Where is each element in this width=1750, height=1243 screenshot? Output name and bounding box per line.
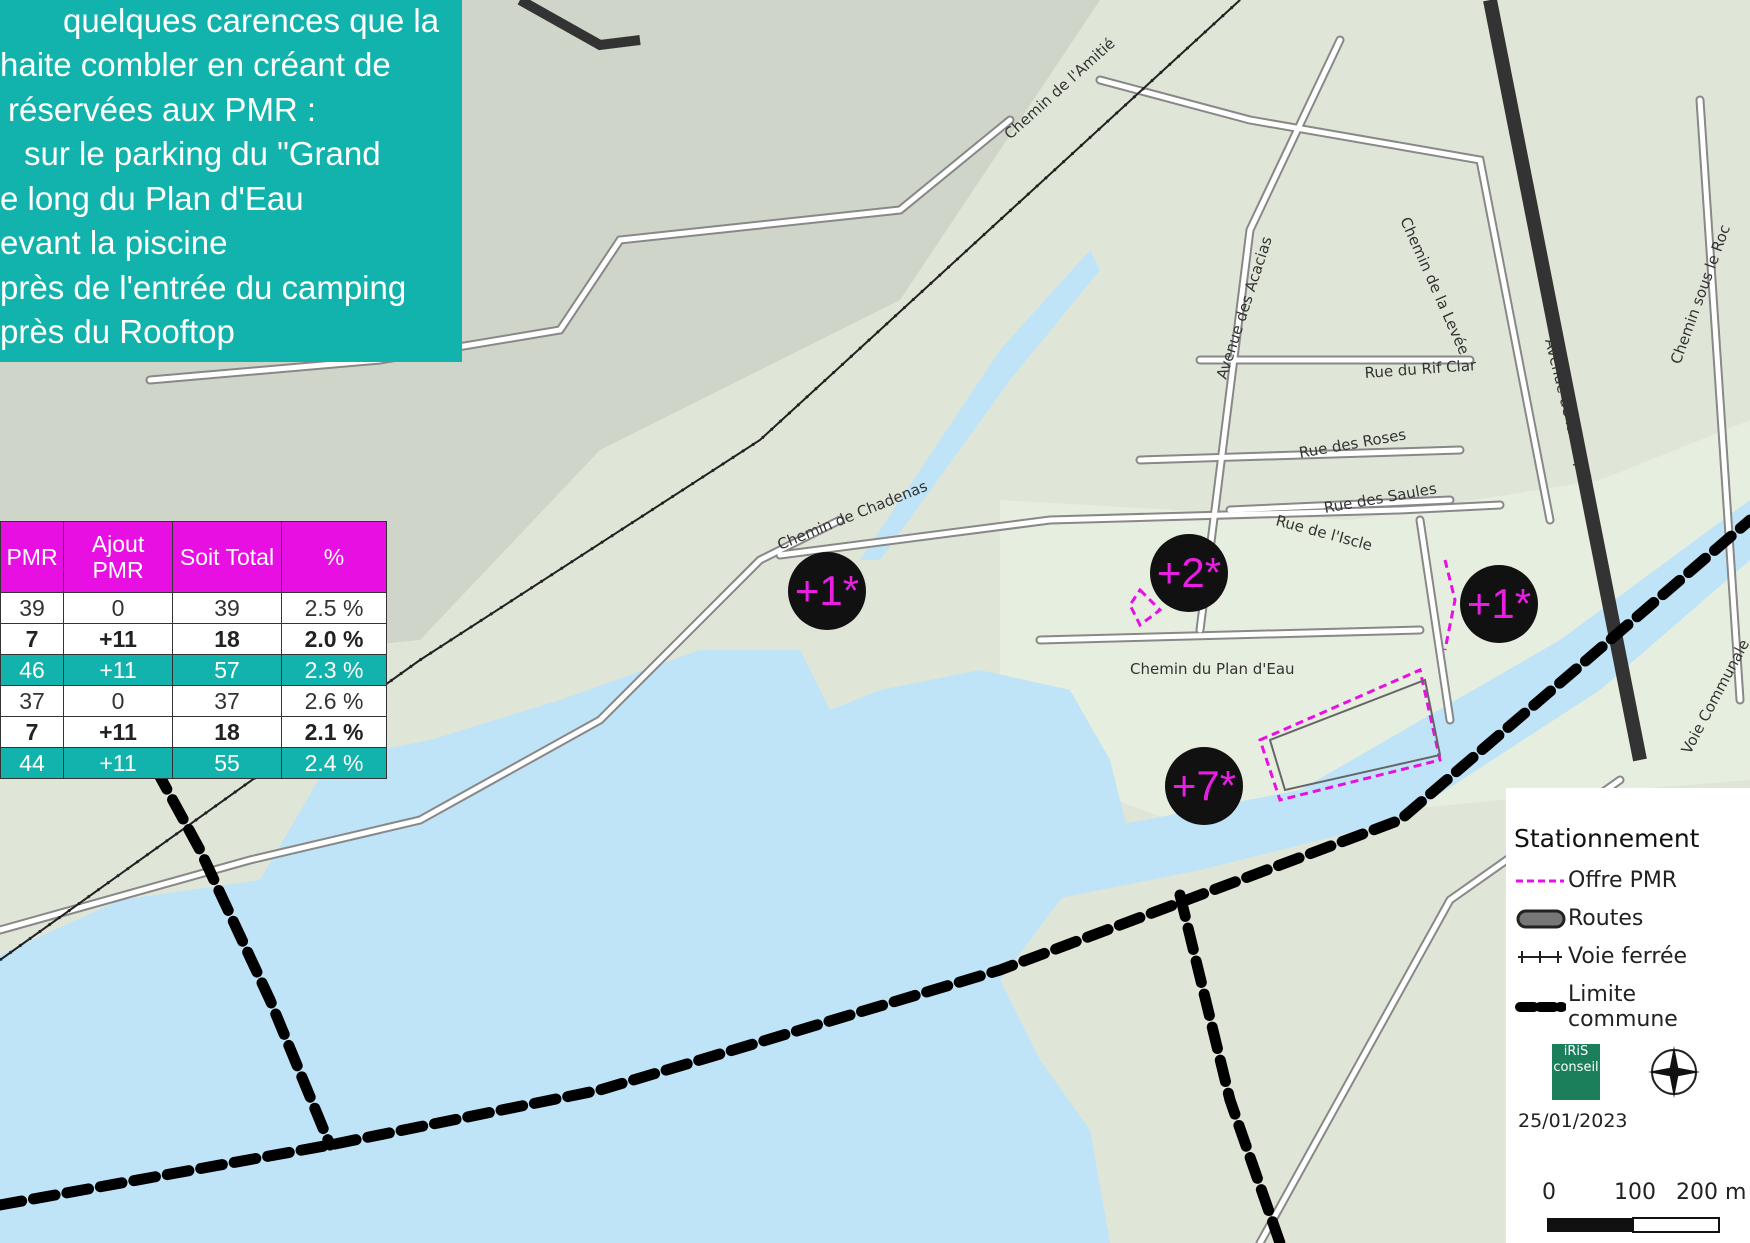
legend-label: Offre PMR	[1568, 868, 1678, 893]
callout-line-3: réservées aux PMR :	[8, 91, 317, 128]
table-cell: 2.0 %	[281, 623, 387, 655]
table-row: 37 0 37 2.6 %	[0, 685, 387, 717]
callout-box: quelques carences que la haite combler e…	[0, 0, 462, 362]
callout-line-6: evant la piscine	[0, 224, 228, 261]
legend-item-limit: Limite commune	[1514, 982, 1750, 1032]
header-pmr: PMR	[0, 521, 64, 593]
legend-item-pmr: Offre PMR	[1514, 868, 1677, 893]
railway-icon	[1514, 947, 1566, 967]
legend-label: Voie ferrée	[1568, 944, 1688, 969]
table-cell: 2.6 %	[281, 685, 387, 717]
table-cell: 57	[172, 654, 282, 686]
road-label-plan-eau: Chemin du Plan d'Eau	[1130, 660, 1295, 678]
scale-label-0: 0	[1542, 1180, 1556, 1205]
header-percent: %	[281, 521, 387, 593]
table-cell: 37	[0, 685, 64, 717]
table-header-row: PMR Ajout PMR Soit Total %	[0, 521, 387, 593]
table-cell: 44	[0, 747, 64, 779]
table-row: 7 +11 18 2.0 %	[0, 623, 387, 655]
table-cell: 7	[0, 623, 64, 655]
scale-label-100: 100	[1614, 1180, 1656, 1205]
table-cell: 18	[172, 623, 282, 655]
map-legend: Stationnement Offre PMR Routes Voie ferr…	[1506, 788, 1750, 1243]
iris-logo: iRiS conseil	[1552, 1044, 1600, 1100]
table-cell: 2.1 %	[281, 716, 387, 748]
table-cell: 0	[63, 592, 173, 624]
header-total: Soit Total	[172, 521, 282, 593]
grass-area	[1000, 420, 1750, 830]
legend-label: Routes	[1568, 906, 1644, 931]
badge-camping[interactable]: +1*	[1460, 565, 1538, 643]
table-row: 7 +11 18 2.1 %	[0, 716, 387, 748]
table-row: 46 +11 57 2.3 %	[0, 654, 387, 686]
stream	[860, 250, 1100, 560]
commune-limit	[0, 514, 1750, 1243]
badge-chadenas[interactable]: +1*	[788, 552, 866, 630]
dashed-thick-line-icon	[1514, 997, 1567, 1017]
table-cell: 2.5 %	[281, 592, 387, 624]
table-cell: 46	[0, 654, 64, 686]
legend-title: Stationnement	[1514, 824, 1700, 853]
table-cell: +11	[63, 623, 173, 655]
table-cell: 39	[172, 592, 282, 624]
callout-line-4: sur le parking du "Grand	[24, 135, 381, 172]
legend-item-rail: Voie ferrée	[1514, 944, 1687, 969]
table-cell: 18	[172, 716, 282, 748]
pmr-offer	[1128, 559, 1457, 802]
table-cell: +11	[63, 716, 173, 748]
railway	[0, 0, 1241, 961]
table-cell: 7	[0, 716, 64, 748]
badge-piscine[interactable]: +2*	[1150, 534, 1228, 612]
callout-line-1: quelques carences que la	[63, 2, 440, 39]
callout-line-8: près du Rooftop	[0, 313, 235, 350]
table-cell: +11	[63, 654, 173, 686]
table-cell: 39	[0, 592, 64, 624]
table-row: 39 0 39 2.5 %	[0, 592, 387, 624]
table-cell: 2.3 %	[281, 654, 387, 686]
road-symbol-icon	[1514, 909, 1566, 929]
callout-line-7: près de l'entrée du camping	[0, 269, 407, 306]
north-arrow-icon	[1648, 1046, 1700, 1098]
scale-label-200: 200 m	[1676, 1180, 1747, 1205]
header-ajout: Ajout PMR	[63, 521, 173, 593]
table-cell: 37	[172, 685, 282, 717]
table-cell: 0	[63, 685, 173, 717]
callout-line-2: haite combler en créant de	[0, 46, 391, 83]
main-road-north	[517, 0, 641, 51]
table-cell: 55	[172, 747, 282, 779]
pmr-stats-table: PMR Ajout PMR Soit Total % 39 0 39 2.5 %…	[0, 521, 387, 779]
legend-label: Limite commune	[1568, 982, 1678, 1032]
dashed-line-icon	[1514, 871, 1566, 891]
table-cell: 2.4 %	[281, 747, 387, 779]
table-row: 44 +11 55 2.4 %	[0, 747, 387, 779]
callout-line-5: e long du Plan d'Eau	[0, 180, 304, 217]
legend-item-routes: Routes	[1514, 906, 1643, 931]
lake	[0, 650, 1130, 1243]
map-date: 25/01/2023	[1518, 1110, 1628, 1132]
badge-grand-parking[interactable]: +7*	[1165, 747, 1243, 825]
scale-bar	[1547, 1217, 1720, 1233]
table-cell: +11	[63, 747, 173, 779]
